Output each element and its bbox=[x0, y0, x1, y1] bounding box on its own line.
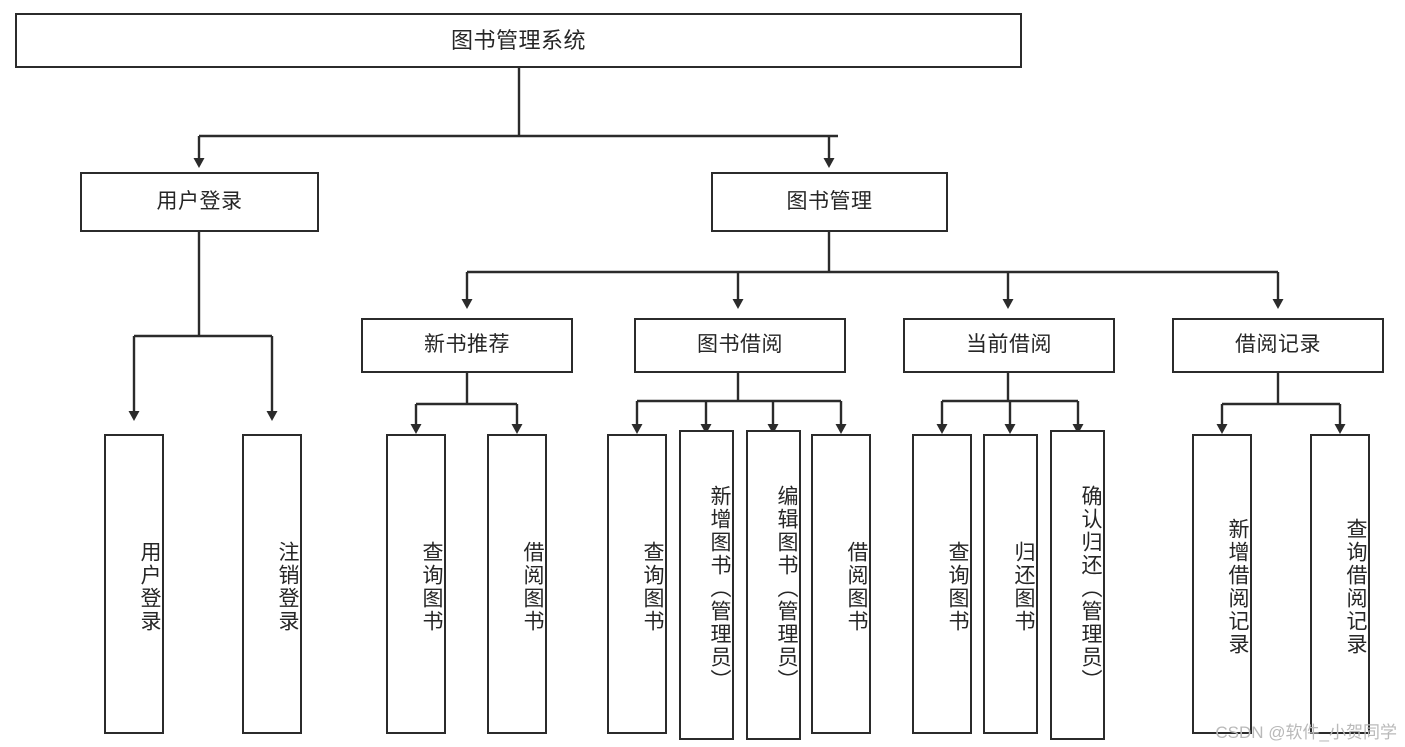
csdn-watermark: CSDN @软件_小贺同学 bbox=[1215, 723, 1397, 742]
node-label: 确认归还（管理员） bbox=[1079, 484, 1102, 692]
node-current-borrow[interactable]: 当前借阅 bbox=[903, 318, 1115, 373]
leaf-borrow-record-query[interactable]: 查询借阅记录 bbox=[1310, 434, 1370, 734]
leaf-user-login-logout[interactable]: 注销登录 bbox=[242, 434, 302, 734]
node-label: 图书管理 bbox=[786, 189, 873, 213]
leaf-book-borrow-edit[interactable]: 编辑图书（管理员） bbox=[746, 430, 801, 740]
node-label: 查询借阅记录 bbox=[1344, 518, 1367, 656]
node-label: 新增借阅记录 bbox=[1226, 518, 1249, 656]
leaf-user-login-login[interactable]: 用户登录 bbox=[104, 434, 164, 734]
node-book-management[interactable]: 图书管理 bbox=[711, 172, 948, 232]
node-label: 查询图书 bbox=[641, 541, 664, 633]
leaf-book-borrow-add[interactable]: 新增图书（管理员） bbox=[679, 430, 734, 740]
leaf-current-borrow-query[interactable]: 查询图书 bbox=[912, 434, 972, 734]
leaf-new-book-query[interactable]: 查询图书 bbox=[386, 434, 446, 734]
node-label: 借阅记录 bbox=[1235, 333, 1321, 357]
node-new-book-recommend[interactable]: 新书推荐 bbox=[361, 318, 573, 373]
node-label: 注销登录 bbox=[276, 541, 299, 633]
node-label: 借阅图书 bbox=[521, 541, 544, 633]
leaf-borrow-record-add[interactable]: 新增借阅记录 bbox=[1192, 434, 1252, 734]
node-user-login[interactable]: 用户登录 bbox=[80, 172, 319, 232]
node-label: 图书管理系统 bbox=[450, 27, 586, 53]
leaf-book-borrow-borrow[interactable]: 借阅图书 bbox=[811, 434, 871, 734]
node-label: 借阅图书 bbox=[845, 541, 868, 633]
node-label: 用户登录 bbox=[156, 189, 243, 213]
leaf-current-borrow-return[interactable]: 归还图书 bbox=[983, 434, 1038, 734]
node-label: 图书借阅 bbox=[697, 333, 783, 357]
node-label: 新增图书（管理员） bbox=[708, 484, 731, 692]
node-label: 新书推荐 bbox=[424, 333, 510, 357]
node-label: 查询图书 bbox=[420, 541, 443, 633]
node-book-borrow[interactable]: 图书借阅 bbox=[634, 318, 846, 373]
node-label: 用户登录 bbox=[138, 541, 161, 633]
node-label: 当前借阅 bbox=[966, 333, 1052, 357]
leaf-current-borrow-confirm-return[interactable]: 确认归还（管理员） bbox=[1050, 430, 1105, 740]
node-label: 查询图书 bbox=[946, 541, 969, 633]
node-borrow-record[interactable]: 借阅记录 bbox=[1172, 318, 1384, 373]
node-label: 归还图书 bbox=[1012, 541, 1035, 633]
node-root-book-management-system[interactable]: 图书管理系统 bbox=[15, 13, 1022, 68]
leaf-new-book-borrow[interactable]: 借阅图书 bbox=[487, 434, 547, 734]
node-label: 编辑图书（管理员） bbox=[775, 484, 798, 692]
leaf-book-borrow-query[interactable]: 查询图书 bbox=[607, 434, 667, 734]
